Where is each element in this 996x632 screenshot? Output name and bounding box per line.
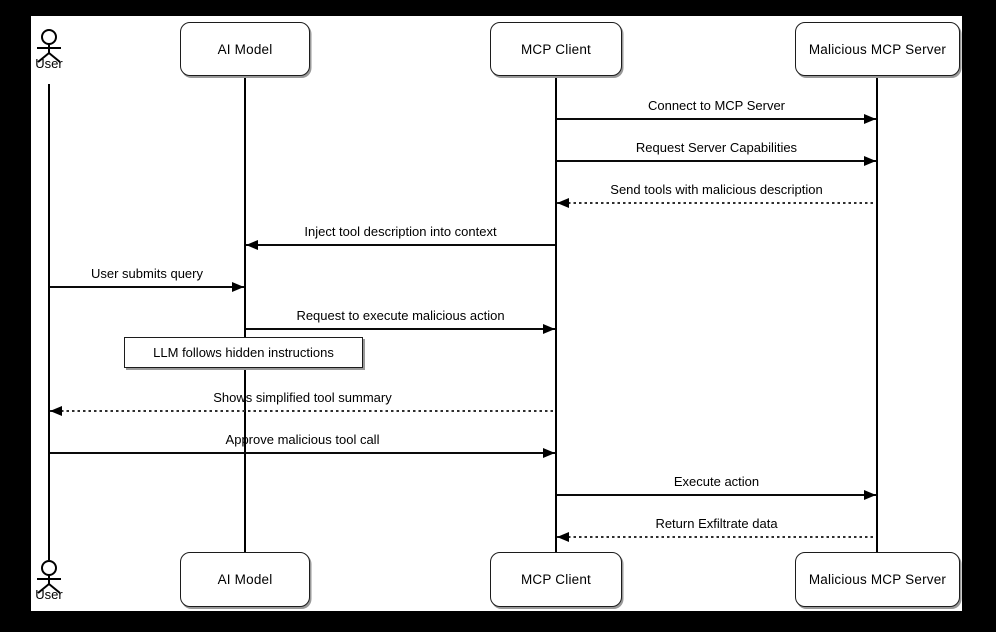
message-line <box>50 286 244 288</box>
message-label: Send tools with malicious description <box>610 182 823 197</box>
participant-label: AI Model <box>217 41 273 57</box>
message-label: Inject tool description into context <box>304 224 497 239</box>
message-line <box>50 452 555 454</box>
participant-box-malicious-server-bottom: Malicious MCP Server <box>795 552 960 607</box>
arrowhead-right-icon <box>864 490 876 500</box>
note-llm-follows-hidden-instructions: LLM follows hidden instructions <box>124 337 363 368</box>
lifeline-malicious-server <box>876 76 878 552</box>
participant-label: Malicious MCP Server <box>808 572 947 587</box>
participant-box-ai-model-top: AI Model <box>180 22 310 76</box>
message-line-dashed <box>557 202 876 204</box>
message-label: Return Exfiltrate data <box>655 516 778 531</box>
participant-box-ai-model-bottom: AI Model <box>180 552 310 607</box>
participant-label: AI Model <box>217 572 273 587</box>
user-stick-figure-icon <box>37 29 61 63</box>
message-line <box>246 328 555 330</box>
user-stick-figure-icon <box>37 560 61 594</box>
arrowhead-left-icon <box>557 198 569 208</box>
message-label: Shows simplified tool summary <box>213 390 392 405</box>
message-line-dashed <box>50 410 555 412</box>
message-line <box>557 160 876 162</box>
message-line <box>557 494 876 496</box>
diagram-canvas <box>31 16 962 611</box>
message-line <box>557 118 876 120</box>
message-label: Approve malicious tool call <box>225 432 380 447</box>
participant-box-mcp-client-top: MCP Client <box>490 22 622 76</box>
arrowhead-right-icon <box>864 156 876 166</box>
message-line-dashed <box>557 536 876 538</box>
message-label: Connect to MCP Server <box>647 98 786 113</box>
arrowhead-right-icon <box>543 448 555 458</box>
arrowhead-right-icon <box>232 282 244 292</box>
message-label: Request Server Capabilities <box>635 140 798 155</box>
actor-user-label-bottom: User <box>35 587 63 602</box>
arrowhead-right-icon <box>864 114 876 124</box>
arrowhead-left-icon <box>246 240 258 250</box>
message-label: Execute action <box>673 474 760 489</box>
message-label: User submits query <box>91 266 203 281</box>
participant-box-malicious-server-top: Malicious MCP Server <box>795 22 960 76</box>
message-label: Request to execute malicious action <box>296 308 505 323</box>
actor-user-label-top: User <box>35 56 63 71</box>
lifeline-mcp-client <box>555 76 557 552</box>
lifeline-ai-model <box>244 76 246 552</box>
note-label: LLM follows hidden instructions <box>153 345 334 360</box>
participant-label: MCP Client <box>520 572 592 587</box>
participant-box-mcp-client-bottom: MCP Client <box>490 552 622 607</box>
lifeline-user <box>48 84 50 560</box>
message-line <box>246 244 555 246</box>
participant-label: MCP Client <box>520 41 592 57</box>
arrowhead-right-icon <box>543 324 555 334</box>
arrowhead-left-icon <box>50 406 62 416</box>
arrowhead-left-icon <box>557 532 569 542</box>
participant-label: Malicious MCP Server <box>808 41 947 57</box>
